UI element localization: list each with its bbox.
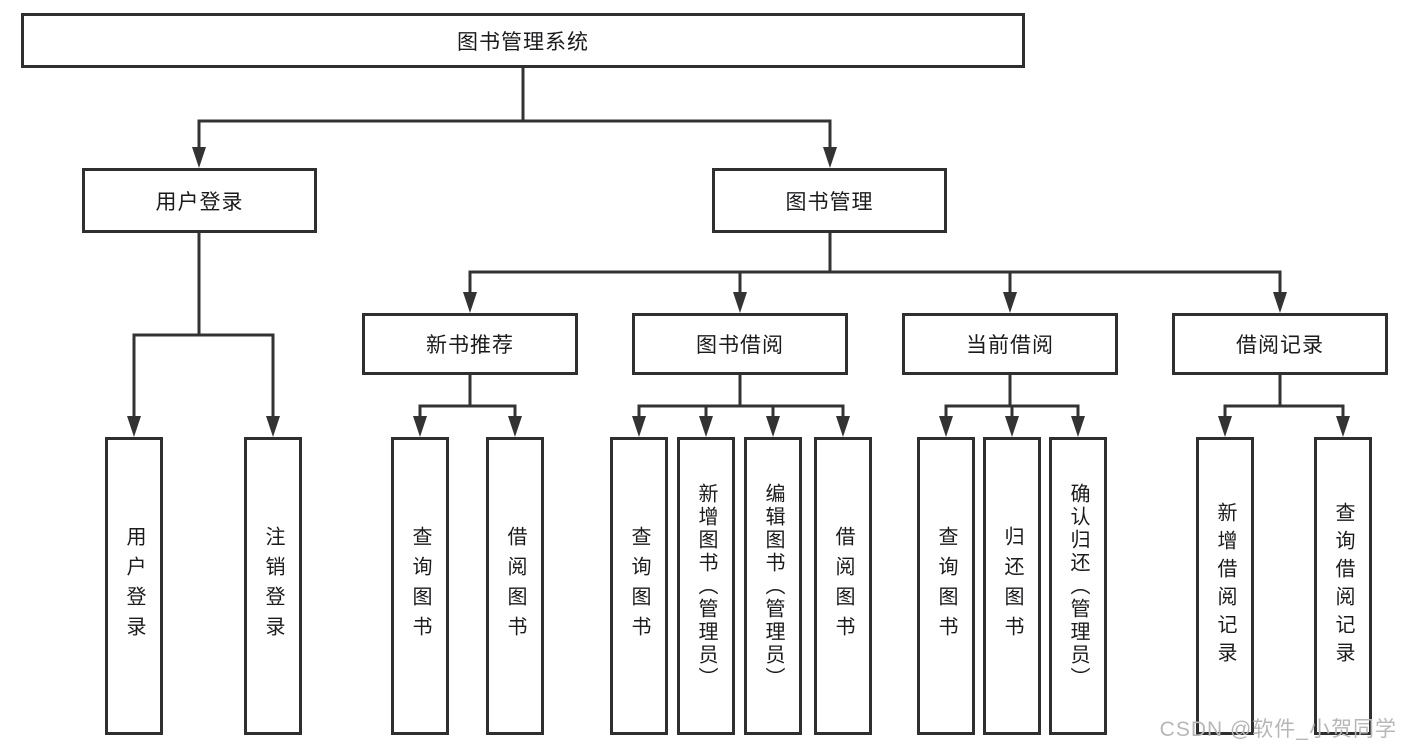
leaf-label: 确认归还（管理员） [1067,482,1089,690]
leaf-label: 新增图书（管理员） [695,482,717,690]
leaf-query-borrow-record: 查询借阅记录 [1314,437,1372,735]
leaf-query-books-current: 查询图书 [917,437,975,735]
leaf-logout: 注销登录 [244,437,302,735]
node-current-borrowing: 当前借阅 [902,313,1118,375]
csdn-watermark: CSDN @软件_小贺同学 [1159,718,1397,741]
leaf-label: 查询图书 [628,526,650,646]
leaf-label: 用户登录 [123,526,145,646]
leaf-edit-books-admin: 编辑图书（管理员） [744,437,802,735]
leaf-add-borrow-record: 新增借阅记录 [1196,437,1254,735]
leaf-borrow-books-recommend: 借阅图书 [486,437,544,735]
leaf-add-books-admin: 新增图书（管理员） [677,437,735,735]
leaf-query-books-borrowing: 查询图书 [610,437,668,735]
node-label: 图书借阅 [696,334,784,357]
leaf-return-books: 归还图书 [983,437,1041,735]
node-borrowing-records: 借阅记录 [1172,313,1388,375]
node-label: 图书管理 [785,190,874,214]
leaf-borrow-books-borrowing: 借阅图书 [814,437,872,735]
node-book-borrowing: 图书借阅 [632,313,848,375]
leaf-label: 查询借阅记录 [1332,502,1354,670]
tree-edges [132,68,1345,423]
leaf-query-books-recommend: 查询图书 [391,437,449,735]
node-user-login: 用户登录 [82,168,317,233]
leaf-user-login: 用户登录 [105,437,163,735]
leaf-label: 归还图书 [1001,526,1023,646]
node-label: 新书推荐 [426,334,514,357]
node-library-management-system: 图书管理系统 [21,13,1025,68]
leaf-label: 查询图书 [935,526,957,646]
node-label: 借阅记录 [1236,334,1324,357]
leaf-label: 注销登录 [262,526,284,646]
leaf-label: 新增借阅记录 [1214,502,1236,670]
node-new-book-recommendation: 新书推荐 [362,313,578,375]
node-label: 图书管理系统 [457,30,589,54]
node-label: 用户登录 [155,190,244,214]
leaf-label: 借阅图书 [832,526,854,646]
arrowheads [127,147,1350,437]
node-label: 当前借阅 [966,334,1054,357]
leaf-label: 借阅图书 [504,526,526,646]
leaf-confirm-return-admin: 确认归还（管理员） [1049,437,1107,735]
leaf-label: 编辑图书（管理员） [762,482,784,690]
leaf-label: 查询图书 [409,526,431,646]
node-book-management: 图书管理 [712,168,947,233]
